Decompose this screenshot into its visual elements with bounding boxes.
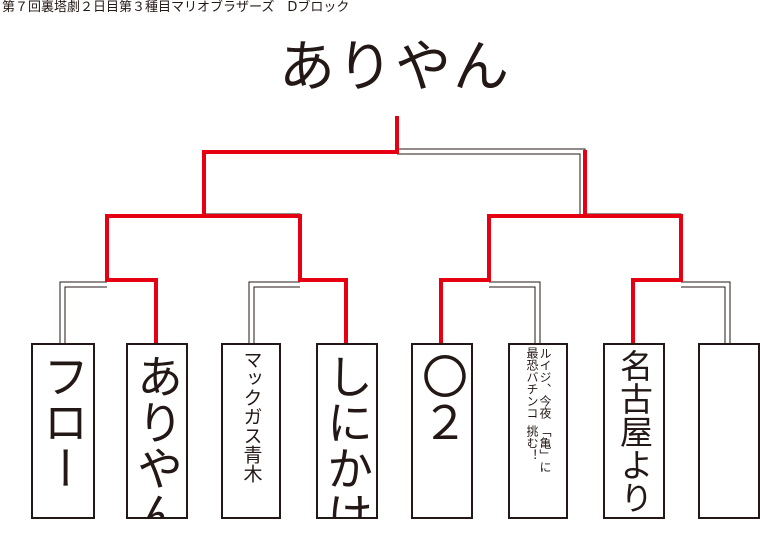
- loser-line-1: [59, 281, 107, 343]
- entry-name-6: ルイジ、今夜 最恐バチンコ: [525, 347, 552, 419]
- winner-line-final: [202, 116, 399, 154]
- entry-6-line-3: 「亀」に: [538, 425, 552, 473]
- entry-name-5: 〇２: [415, 353, 469, 445]
- loser-line-7b: [397, 153, 581, 214]
- loser-line-4: [681, 281, 731, 343]
- entry-box-2: ありやん: [126, 343, 188, 519]
- loser-line-1b: [64, 286, 107, 343]
- winner-line-4: [631, 214, 683, 345]
- loser-line-6: [585, 213, 682, 252]
- entry-6-line-1: ルイジ、今夜: [538, 347, 552, 419]
- winner-line-2: [298, 214, 348, 345]
- tournament-caption: 第７回裏塔劇２日目第３種目マリオブラザーズ Dブロック: [2, 0, 350, 15]
- winner-line-3: [439, 214, 491, 345]
- entry-name-1: フロー: [36, 353, 90, 491]
- loser-line-2b: [253, 286, 300, 343]
- entry-name-7: 名古屋より: [614, 349, 654, 514]
- entry-name-3: マックガス青木: [240, 350, 263, 483]
- loser-line-5: [204, 213, 301, 252]
- loser-line-3: [489, 281, 541, 343]
- winner-line-semi-left: [105, 150, 206, 218]
- loser-line-7: [397, 148, 586, 214]
- entry-box-3: マックガス青木: [221, 343, 281, 519]
- entry-name-4: しにかけ: [320, 353, 374, 519]
- entry-name-6-lower: 「亀」に 挑む！: [525, 425, 552, 473]
- champion-name: ありやん: [279, 35, 511, 100]
- winner-line-1: [105, 214, 158, 345]
- loser-line-4b: [681, 286, 726, 343]
- loser-lines: [59, 148, 731, 343]
- winner-lines: [105, 116, 683, 345]
- entry-name-2: ありやん: [130, 353, 184, 519]
- entry-box-5: 〇２: [411, 343, 473, 519]
- loser-line-2: [248, 281, 300, 343]
- entry-box-1: フロー: [31, 343, 95, 519]
- entry-box-4: しにかけ: [316, 343, 378, 519]
- entry-box-7: 名古屋より: [603, 343, 665, 519]
- loser-line-3b: [489, 286, 536, 343]
- entry-6-line-4: 挑む！: [525, 425, 539, 461]
- winner-line-semi-right: [487, 150, 587, 218]
- entry-6-line-2: 最恐バチンコ: [525, 347, 539, 419]
- entry-box-8: [698, 343, 760, 519]
- entry-box-6: ルイジ、今夜 最恐バチンコ 「亀」に 挑む！: [508, 343, 568, 519]
